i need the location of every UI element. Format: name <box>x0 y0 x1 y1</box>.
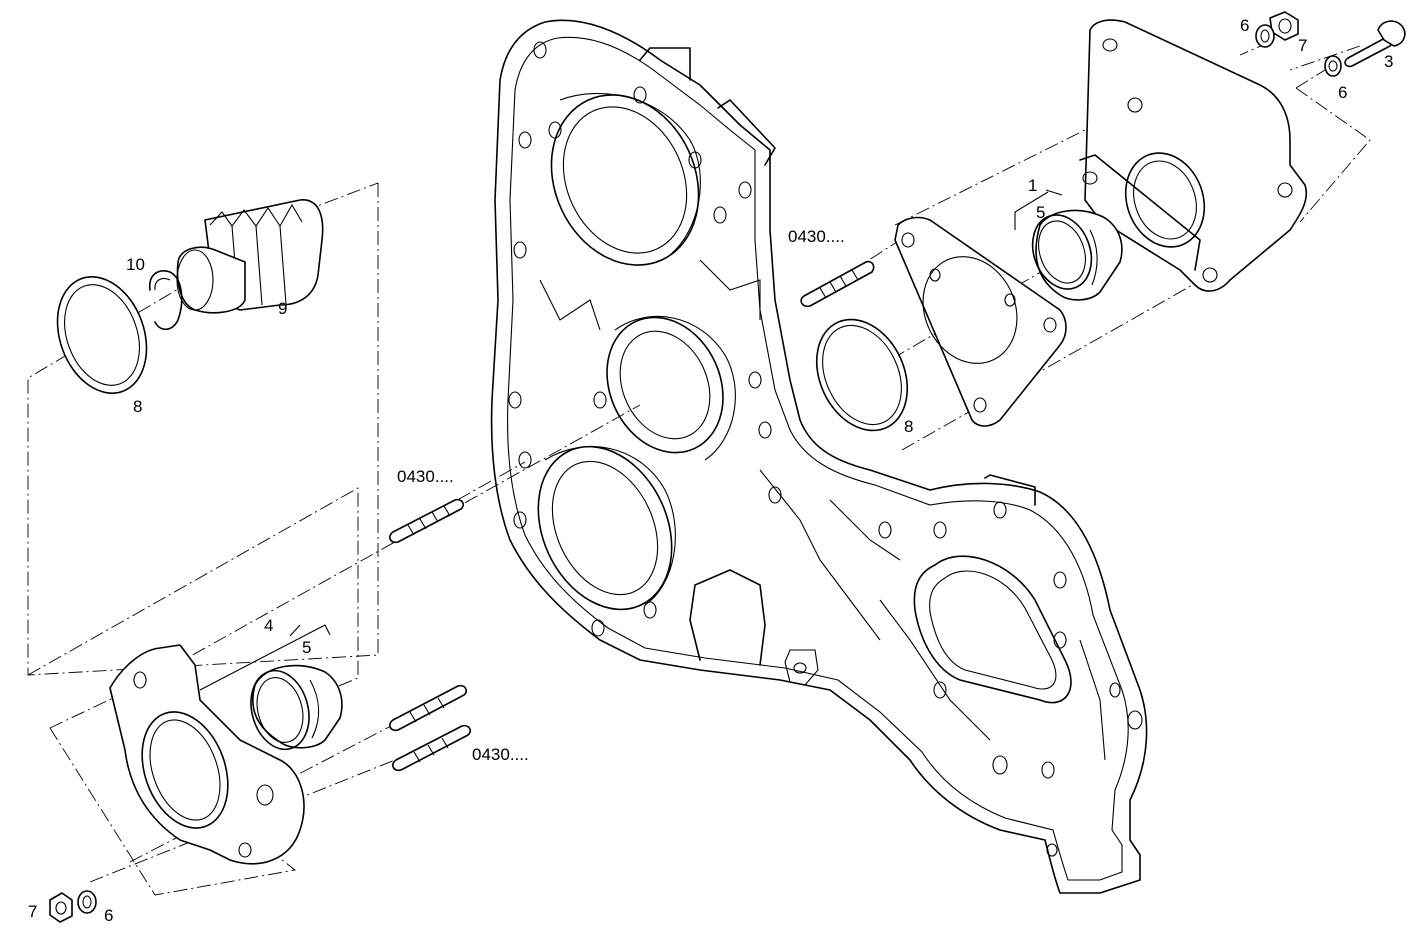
gear-part-9 <box>176 199 324 314</box>
part-label-9: 9 <box>278 299 287 318</box>
ref-label-upper: 0430.... <box>788 227 845 246</box>
part-label-8-right: 8 <box>904 417 913 436</box>
part-label-8-left: 8 <box>133 397 142 416</box>
bushing-upper-part-5 <box>1031 209 1123 301</box>
part-label-1: 1 <box>1028 176 1037 195</box>
bushing-lower-part-5 <box>250 664 343 751</box>
leader-lines <box>199 189 1063 691</box>
stud-lower-b <box>392 724 471 772</box>
pump-flange-part-4 <box>109 644 305 865</box>
part-label-10: 10 <box>126 255 145 274</box>
washer-top-part-6 <box>1255 24 1275 48</box>
part-label-6-bottom: 6 <box>104 906 113 925</box>
washer-right-part-6 <box>1324 55 1342 77</box>
thrust-washer-left-part-8 <box>56 276 148 394</box>
washer-bottom-part-6 <box>77 890 97 914</box>
part-label-7-top: 7 <box>1298 36 1307 55</box>
ref-label-middle: 0430.... <box>397 467 454 486</box>
housing-bolt-holes <box>508 41 1143 857</box>
callout-labels: 0430.... 0430.... 0430.... 1 3 4 5 5 6 6… <box>28 16 1393 925</box>
ref-label-lower: 0430.... <box>472 745 529 764</box>
circlip-part-10 <box>148 270 183 331</box>
part-label-3: 3 <box>1384 52 1393 71</box>
part-label-4: 4 <box>264 616 273 635</box>
part-label-5-lower: 5 <box>302 638 311 657</box>
nut-bottom-part-7 <box>49 892 73 923</box>
bolt-part-3 <box>1344 20 1406 68</box>
part-label-5-upper: 5 <box>1036 203 1045 222</box>
stud-upper <box>800 260 875 308</box>
pump-flange-part-1 <box>1079 19 1308 292</box>
part-label-6-top: 6 <box>1240 16 1249 35</box>
stud-lower-a <box>389 684 467 732</box>
gasket-upper <box>894 216 1067 427</box>
thrust-washer-upper-part-8 <box>815 318 909 432</box>
part-label-6-right: 6 <box>1338 83 1347 102</box>
part-label-7-bottom: 7 <box>28 902 37 921</box>
timing-cover-housing <box>490 19 1148 894</box>
stud-middle <box>389 498 464 544</box>
